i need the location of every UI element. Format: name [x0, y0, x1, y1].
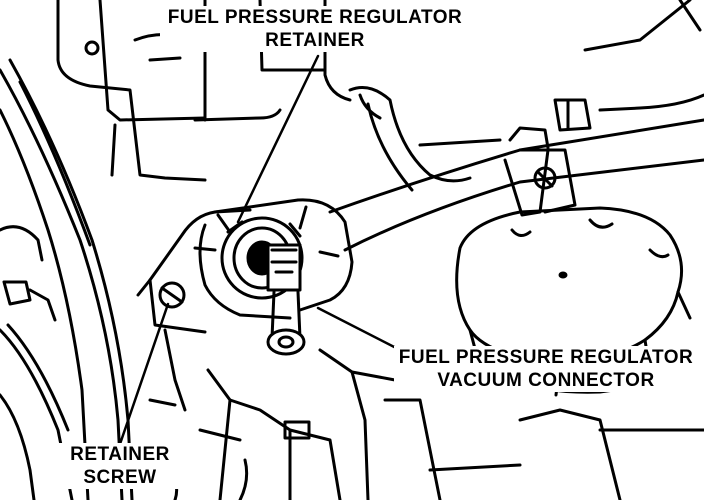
callout-retainer-screw-line1: RETAINER [70, 444, 170, 465]
mounting-bracket [136, 208, 252, 412]
callout-vacuum-connector-line1: FUEL PRESSURE REGULATOR [398, 347, 694, 368]
leader-lines [118, 54, 406, 446]
leader-vacuum-connector [316, 306, 406, 354]
callout-regulator-retainer-line2: RETAINER [265, 30, 365, 51]
leader-regulator-retainer [236, 54, 320, 224]
callout-vacuum-connector: FUEL PRESSURE REGULATOR VACUUM CONNECTOR [394, 346, 698, 392]
leader-retainer-screw [118, 302, 170, 446]
fuel-line [328, 86, 704, 252]
callout-retainer-screw-line2: SCREW [83, 467, 157, 488]
vacuum-connector [266, 243, 306, 356]
callout-regulator-retainer-line1: FUEL PRESSURE REGULATOR [167, 7, 463, 28]
callout-vacuum-connector-line2: VACUUM CONNECTOR [437, 370, 655, 391]
callout-retainer-screw: RETAINER SCREW [58, 443, 182, 489]
wiring-harness [0, 58, 134, 500]
fuel-pressure-regulator [193, 198, 354, 320]
callout-regulator-retainer: FUEL PRESSURE REGULATOR RETAINER [160, 6, 470, 52]
upper-right-hardware [503, 0, 704, 217]
